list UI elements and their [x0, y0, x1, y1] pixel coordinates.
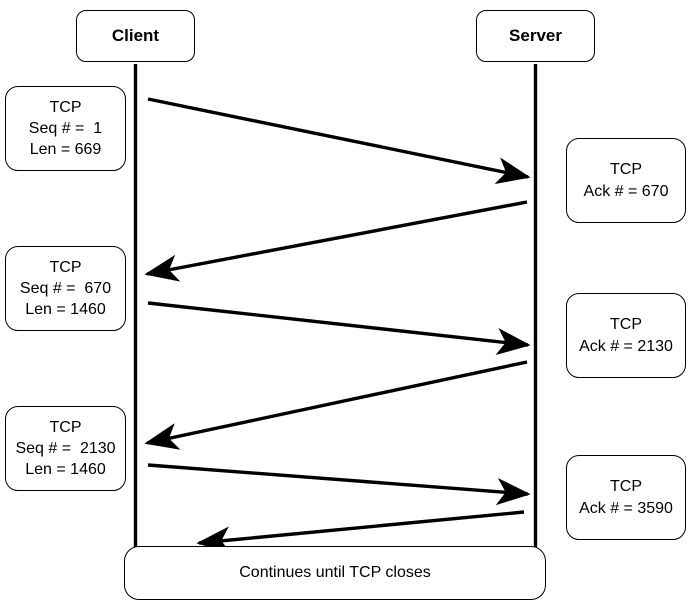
server-packet-1[interactable]: TCP Ack # = 670 [566, 138, 686, 223]
endpoint-client[interactable]: Client [76, 10, 195, 62]
endpoint-server-label: Server [509, 25, 562, 45]
arrow-seq-2130 [147, 463, 531, 506]
footer-note[interactable]: Continues until TCP closes [124, 546, 546, 600]
client-packet-2-protocol: TCP [49, 258, 82, 276]
arrow-ack-3590 [196, 510, 525, 554]
server-packet-2-protocol: TCP [610, 316, 642, 334]
arrow-seq-1 [147, 97, 531, 185]
arrow-ack-670 [144, 200, 528, 282]
client-packet-2-len: Len = 1460 [25, 301, 106, 319]
arrow-seq-670 [147, 301, 531, 356]
server-packet-2[interactable]: TCP Ack # = 2130 [566, 293, 686, 378]
client-packet-3[interactable]: TCP Seq # = 2130 Len = 1460 [5, 406, 126, 491]
client-packet-1-protocol: TCP [49, 98, 82, 116]
client-packet-3-protocol: TCP [49, 418, 82, 436]
server-packet-3-ack: Ack # = 3590 [579, 499, 673, 517]
client-packet-2[interactable]: TCP Seq # = 670 Len = 1460 [5, 246, 126, 331]
client-packet-3-seq: Seq # = 2130 [15, 439, 116, 457]
client-packet-1-len: Len = 669 [29, 141, 102, 159]
server-packet-2-ack: Ack # = 2130 [579, 337, 673, 355]
client-packet-1-seq: Seq # = 1 [28, 119, 103, 137]
server-packet-1-ack: Ack # = 670 [583, 182, 669, 200]
server-packet-1-protocol: TCP [610, 161, 642, 179]
server-packet-3[interactable]: TCP Ack # = 3590 [566, 455, 686, 540]
client-packet-3-len: Len = 1460 [25, 461, 106, 479]
endpoint-client-label: Client [111, 25, 160, 45]
footer-note-label: Continues until TCP closes [239, 564, 431, 582]
client-packet-1[interactable]: TCP Seq # = 1 Len = 669 [5, 86, 126, 171]
endpoint-server[interactable]: Server [476, 10, 595, 62]
arrow-ack-2130 [144, 360, 528, 450]
client-packet-2-seq: Seq # = 670 [19, 279, 112, 297]
server-packet-3-protocol: TCP [610, 478, 642, 496]
